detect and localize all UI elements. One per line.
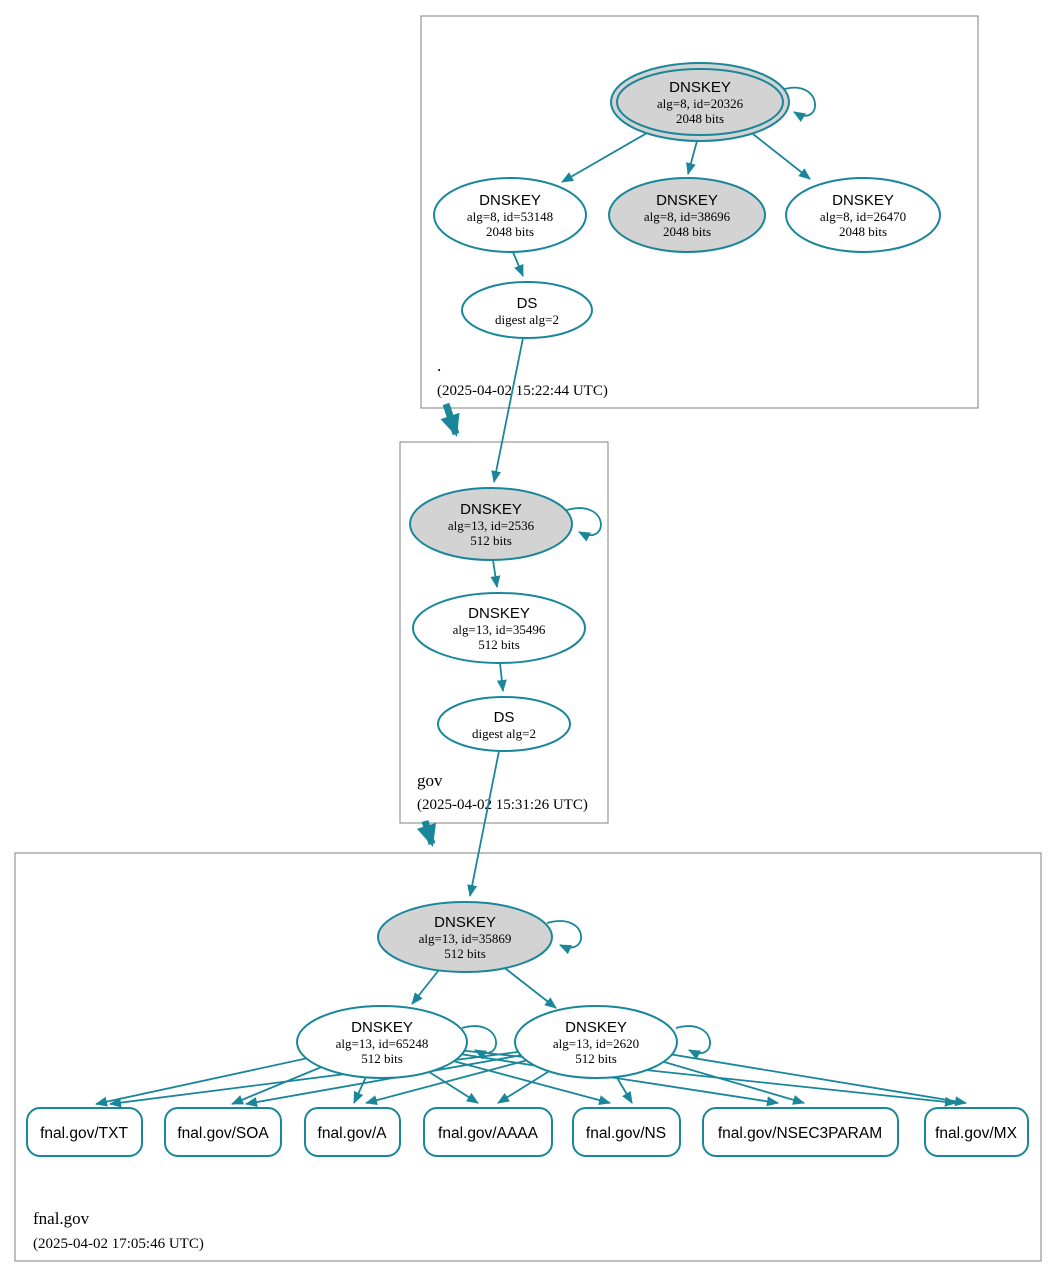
svg-text:fnal.gov/NS: fnal.gov/NS: [586, 1125, 666, 1142]
edge-govds-fnalksk: [467, 750, 500, 897]
svg-text:alg=13, id=35869: alg=13, id=35869: [419, 931, 512, 946]
svg-text:DS: DS: [494, 709, 515, 726]
svg-text:alg=8, id=38696: alg=8, id=38696: [644, 209, 731, 224]
node-dnskey-2536[interactable]: DNSKEY alg=13, id=2536 512 bits: [409, 487, 573, 561]
edge-53148-ds: [512, 251, 524, 277]
svg-text:512 bits: 512 bits: [444, 946, 486, 961]
node-rrset-ns[interactable]: fnal.gov/NS: [572, 1107, 681, 1157]
delegation-arrow-gov-fnal: [416, 819, 437, 847]
svg-text:fnal.gov/NSEC3PARAM: fnal.gov/NSEC3PARAM: [718, 1125, 882, 1142]
svg-text:fnal.gov/MX: fnal.gov/MX: [935, 1125, 1018, 1142]
svg-text:2048 bits: 2048 bits: [486, 224, 534, 239]
zone-timestamp-root: (2025-04-02 15:22:44 UTC): [437, 383, 608, 399]
node-dnskey-38696[interactable]: DNSKEY alg=8, id=38696 2048 bits: [608, 177, 766, 253]
node-rrset-a[interactable]: fnal.gov/A: [304, 1107, 401, 1157]
svg-text:2048 bits: 2048 bits: [839, 224, 887, 239]
svg-text:digest alg=2: digest alg=2: [472, 726, 536, 741]
node-rrset-aaaa[interactable]: fnal.gov/AAAA: [423, 1107, 553, 1157]
svg-text:512 bits: 512 bits: [575, 1051, 617, 1066]
svg-text:DNSKEY: DNSKEY: [565, 1019, 627, 1036]
svg-text:fnal.gov/TXT: fnal.gov/TXT: [40, 1125, 128, 1142]
svg-text:DNSKEY: DNSKEY: [832, 192, 894, 209]
svg-text:DS: DS: [517, 295, 538, 312]
svg-text:512 bits: 512 bits: [361, 1051, 403, 1066]
node-dnskey-26470[interactable]: DNSKEY alg=8, id=26470 2048 bits: [785, 177, 941, 253]
svg-text:DNSKEY: DNSKEY: [434, 914, 496, 931]
svg-text:alg=13, id=65248: alg=13, id=65248: [336, 1036, 429, 1051]
selfloop-dnskey-2620: [675, 1025, 711, 1060]
node-dnskey-20326[interactable]: DNSKEY alg=8, id=20326 2048 bits: [610, 62, 790, 142]
node-rrset-txt[interactable]: fnal.gov/TXT: [26, 1107, 143, 1157]
svg-text:fnal.gov/SOA: fnal.gov/SOA: [177, 1125, 269, 1142]
node-rrset-mx[interactable]: fnal.gov/MX: [924, 1107, 1029, 1157]
svg-text:alg=8, id=20326: alg=8, id=20326: [657, 96, 744, 111]
svg-text:2048 bits: 2048 bits: [676, 111, 724, 126]
selfloop-dnskey-35869: [546, 920, 582, 955]
selfloop-dnskey-2536: [566, 507, 602, 542]
zone-timestamp-fnal-gov: (2025-04-02 17:05:46 UTC): [33, 1236, 204, 1252]
edge-rootds-govksk: [491, 337, 524, 483]
svg-text:512 bits: 512 bits: [470, 533, 512, 548]
node-rrset-soa[interactable]: fnal.gov/SOA: [164, 1107, 282, 1157]
svg-text:fnal.gov/AAAA: fnal.gov/AAAA: [438, 1125, 539, 1142]
edge-20326-26470: [752, 133, 811, 180]
edge-20326-38696: [686, 140, 698, 175]
node-dnskey-2620[interactable]: DNSKEY alg=13, id=2620 512 bits: [514, 1005, 678, 1079]
svg-text:DNSKEY: DNSKEY: [669, 79, 731, 96]
svg-text:alg=13, id=2536: alg=13, id=2536: [448, 518, 535, 533]
zone-label-fnal-gov: fnal.gov: [33, 1209, 90, 1228]
edge-65248-mx: [381, 1041, 957, 1107]
svg-text:DNSKEY: DNSKEY: [351, 1019, 413, 1036]
node-dnskey-35496[interactable]: DNSKEY alg=13, id=35496 512 bits: [412, 592, 586, 664]
svg-text:digest alg=2: digest alg=2: [495, 312, 559, 327]
svg-text:alg=13, id=35496: alg=13, id=35496: [453, 622, 546, 637]
edge-20326-53148: [561, 132, 648, 183]
svg-text:2048 bits: 2048 bits: [663, 224, 711, 239]
svg-text:DNSKEY: DNSKEY: [468, 605, 530, 622]
svg-text:512 bits: 512 bits: [478, 637, 520, 652]
svg-text:alg=8, id=53148: alg=8, id=53148: [467, 209, 553, 224]
svg-text:DNSKEY: DNSKEY: [460, 501, 522, 518]
svg-text:alg=8, id=26470: alg=8, id=26470: [820, 209, 906, 224]
svg-text:DNSKEY: DNSKEY: [479, 192, 541, 209]
node-ds-root[interactable]: DS digest alg=2: [461, 281, 593, 339]
svg-text:fnal.gov/A: fnal.gov/A: [318, 1125, 388, 1142]
zone-label-root: .: [437, 356, 441, 375]
node-dnskey-53148[interactable]: DNSKEY alg=8, id=53148 2048 bits: [433, 177, 587, 253]
node-rrset-nsec3param[interactable]: fnal.gov/NSEC3PARAM: [702, 1107, 899, 1157]
node-dnskey-35869[interactable]: DNSKEY alg=13, id=35869 512 bits: [377, 901, 553, 973]
node-ds-gov[interactable]: DS digest alg=2: [437, 696, 571, 752]
edge-2536-35496: [490, 559, 501, 588]
delegation-arrow-root-gov: [440, 402, 460, 437]
svg-text:DNSKEY: DNSKEY: [656, 192, 718, 209]
selfloop-dnskey-20326: [780, 86, 816, 122]
edge-35496-ds: [496, 662, 507, 692]
node-dnskey-65248[interactable]: DNSKEY alg=13, id=65248 512 bits: [296, 1005, 468, 1079]
zone-label-gov: gov: [417, 771, 443, 790]
svg-text:alg=13, id=2620: alg=13, id=2620: [553, 1036, 639, 1051]
zone-timestamp-gov: (2025-04-02 15:31:26 UTC): [417, 797, 588, 813]
